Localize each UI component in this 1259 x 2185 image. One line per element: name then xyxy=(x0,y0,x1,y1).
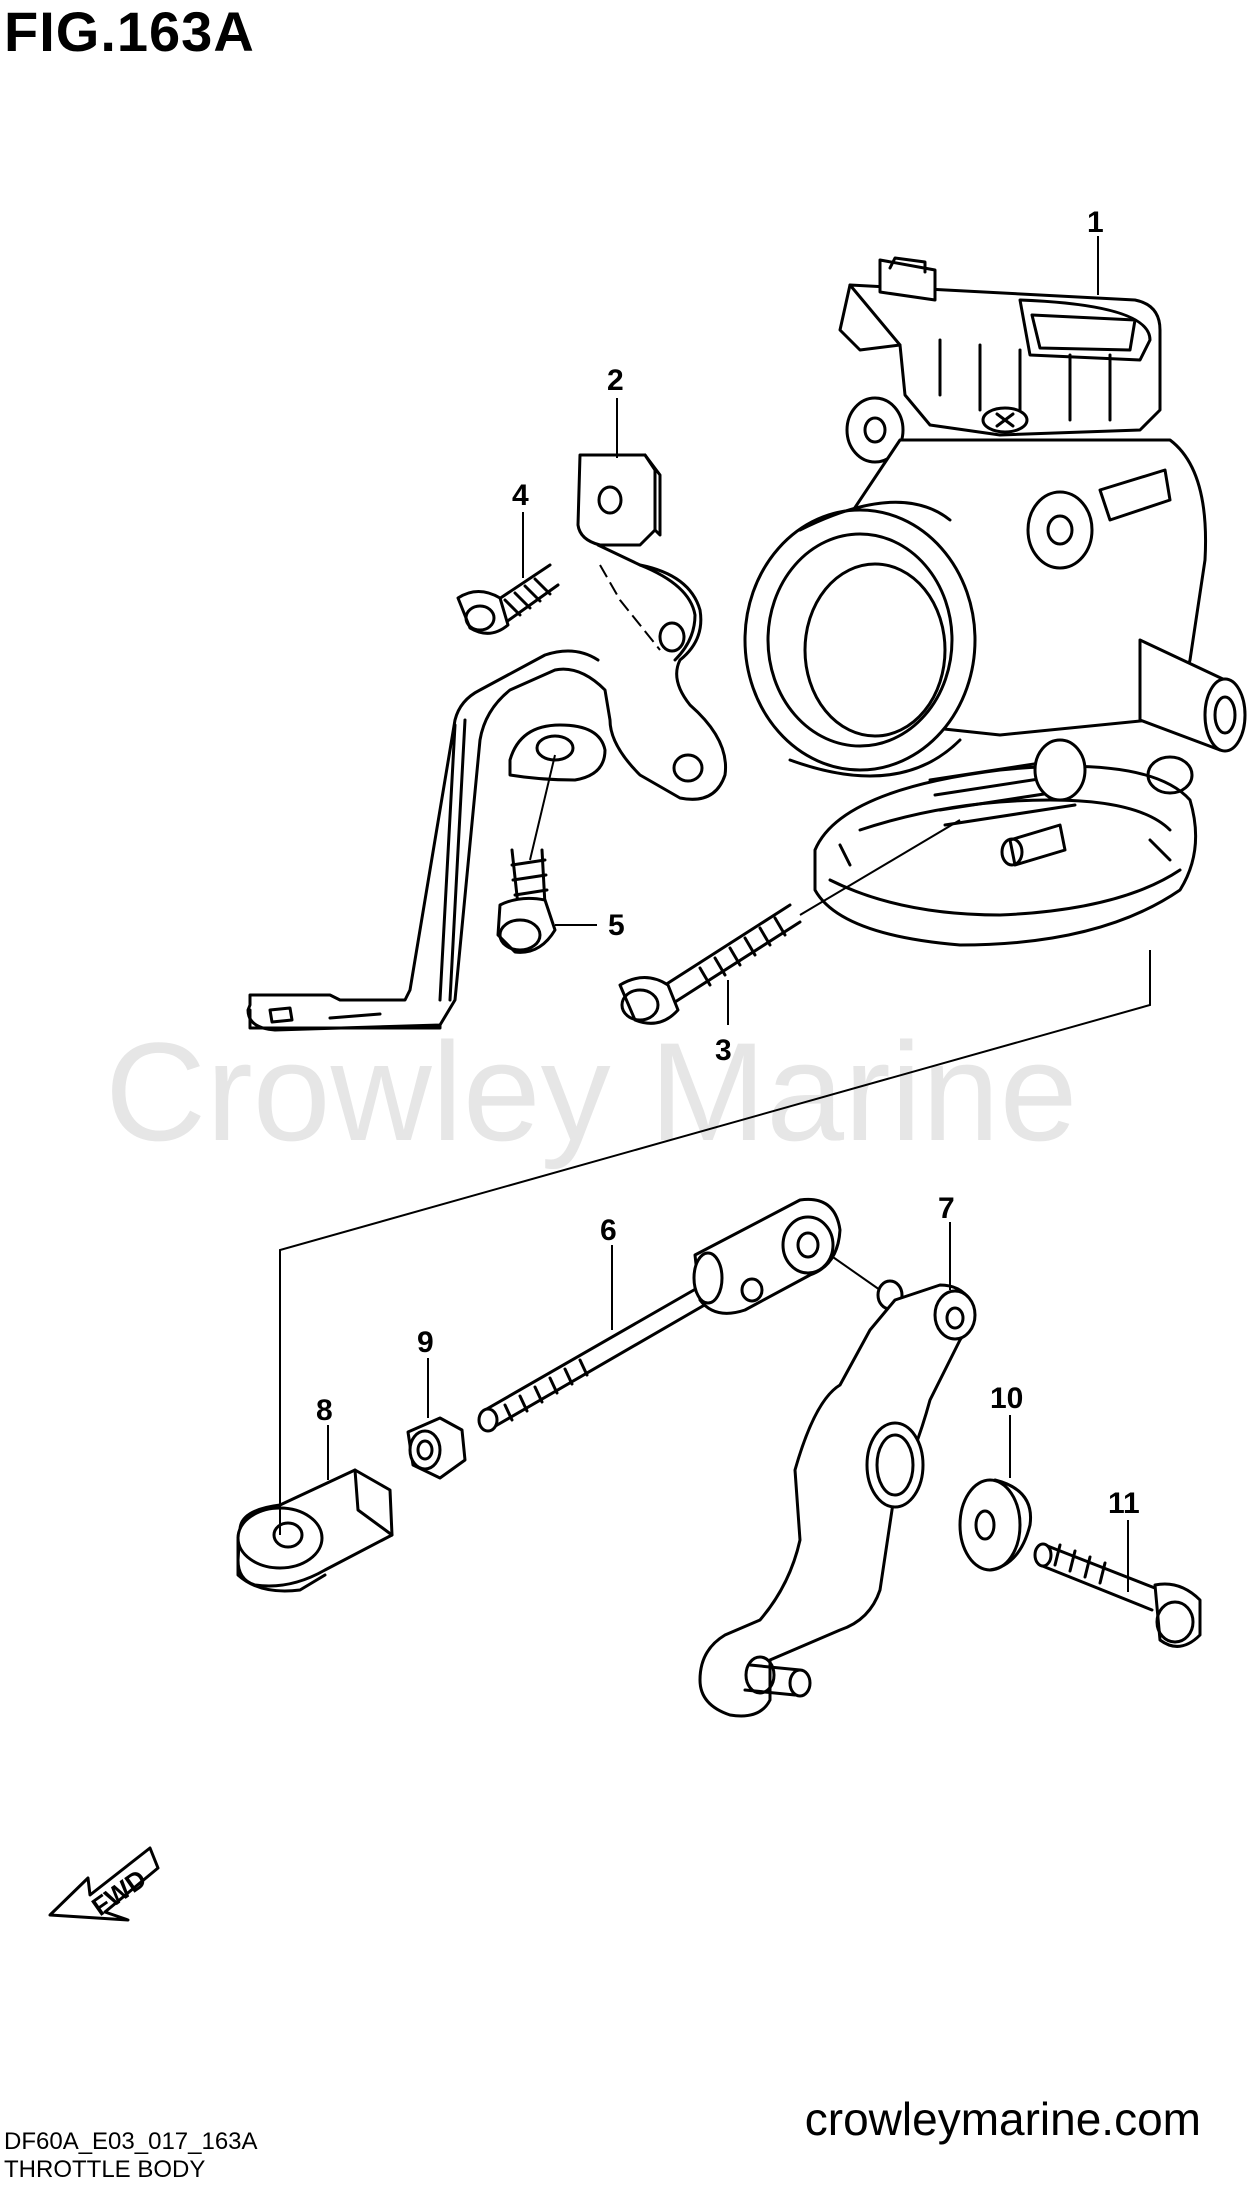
callout-10[interactable]: 10 xyxy=(990,1382,1023,1415)
callout-5[interactable]: 5 xyxy=(608,909,625,942)
callout-7[interactable]: 7 xyxy=(938,1192,955,1225)
assembly-line-6-7 xyxy=(829,1254,881,1291)
assembly-line-2 xyxy=(599,564,661,651)
callout-4[interactable]: 4 xyxy=(512,479,529,512)
rod-end-part[interactable] xyxy=(236,1468,394,1593)
diagram-code: DF60A_E03_017_163A xyxy=(4,2128,258,2155)
callout-1[interactable]: 1 xyxy=(1087,206,1104,239)
figure-title: FIG.163A xyxy=(4,0,255,63)
bolt-3-part[interactable] xyxy=(618,903,802,1025)
fwd-arrow xyxy=(48,1846,160,1922)
throttle-rod-part[interactable] xyxy=(477,1197,842,1433)
bolt-5-part[interactable] xyxy=(496,848,557,954)
throttle-body-part[interactable] xyxy=(743,256,1247,947)
assembly-line-3 xyxy=(799,819,961,916)
washer-part[interactable] xyxy=(958,1478,1033,1572)
callout-2[interactable]: 2 xyxy=(607,364,624,397)
callout-8[interactable]: 8 xyxy=(316,1394,333,1427)
diagram-caption: THROTTLE BODY xyxy=(4,2156,206,2183)
callout-11[interactable]: 11 xyxy=(1108,1487,1140,1520)
throttle-lever-part[interactable] xyxy=(698,1279,977,1718)
bolt-4-part[interactable] xyxy=(456,563,560,635)
callout-3[interactable]: 3 xyxy=(715,1034,732,1067)
watermark-text: Crowley Marine xyxy=(105,1013,1077,1170)
lever-bolt-part[interactable] xyxy=(1033,1542,1202,1648)
assembly-line-5 xyxy=(529,754,556,861)
callout-6[interactable]: 6 xyxy=(600,1214,617,1247)
callout-9[interactable]: 9 xyxy=(417,1326,434,1359)
bracket-part[interactable] xyxy=(246,453,728,1032)
assembly-line-8 xyxy=(279,950,1151,1535)
website-label: crowleymarine.com xyxy=(804,2093,1201,2145)
nut-part[interactable] xyxy=(406,1416,467,1480)
